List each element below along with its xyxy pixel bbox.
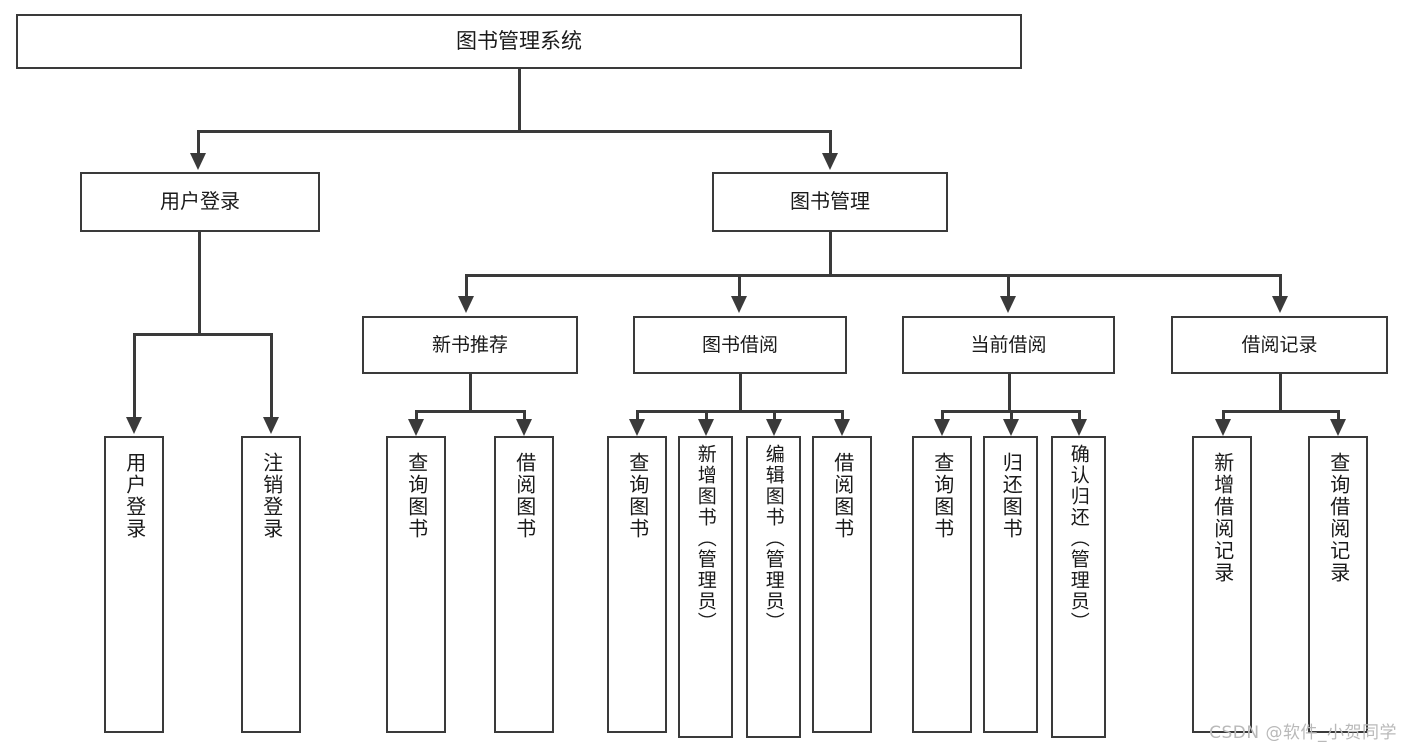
connector-new-book-stem [469, 374, 472, 412]
arrow-down-icon [1000, 296, 1016, 313]
leaf-confirm-return-admin[interactable]: 确认归还（管理员） [1051, 436, 1106, 738]
leaf-logout[interactable]: 注销登录 [241, 436, 301, 733]
node-book-borrow[interactable]: 图书借阅 [633, 316, 847, 374]
connector-user-login-bus [133, 333, 272, 336]
leaf-query-book-recommend[interactable]: 查询图书 [386, 436, 446, 733]
leaf-query-book-current[interactable]: 查询图书 [912, 436, 972, 733]
arrow-down-icon [822, 153, 838, 170]
arrow-down-icon [1003, 419, 1019, 436]
connector-to-leaf-user-login [133, 333, 136, 419]
arrow-down-icon [834, 419, 850, 436]
connector-br-leaf1 [1222, 410, 1225, 422]
connector-root-bus [197, 130, 831, 133]
connector-bb-leaf3 [773, 410, 776, 422]
arrow-down-icon [458, 296, 474, 313]
arrow-down-icon [934, 419, 950, 436]
connector-book-mgmt-stem [829, 232, 832, 276]
connector-new-book-bus [415, 410, 525, 413]
connector-nb-leaf2 [523, 410, 526, 422]
node-book-management[interactable]: 图书管理 [712, 172, 948, 232]
connector-current-borrow-stem [1008, 374, 1011, 412]
leaf-user-login[interactable]: 用户登录 [104, 436, 164, 733]
connector-br-leaf2 [1337, 410, 1340, 422]
csdn-watermark: CSDN @软件_小贺同学 [1209, 723, 1397, 743]
arrow-down-icon [766, 419, 782, 436]
connector-bb-leaf4 [841, 410, 844, 422]
arrow-down-icon [263, 417, 279, 434]
connector-book-borrow-stem [739, 374, 742, 412]
node-root-book-management-system[interactable]: 图书管理系统 [16, 14, 1022, 69]
connector-user-login-stem [198, 232, 201, 335]
connector-book-borrow-bus [636, 410, 843, 413]
node-new-book-recommend[interactable]: 新书推荐 [362, 316, 578, 374]
leaf-edit-book-admin[interactable]: 编辑图书（管理员） [746, 436, 801, 738]
arrow-down-icon [408, 419, 424, 436]
arrow-down-icon [1071, 419, 1087, 436]
connector-to-borrow-record [1279, 274, 1282, 299]
arrow-down-icon [126, 417, 142, 434]
node-user-login[interactable]: 用户登录 [80, 172, 320, 232]
leaf-borrow-book[interactable]: 借阅图书 [812, 436, 872, 733]
leaf-query-borrow-record[interactable]: 查询借阅记录 [1308, 436, 1368, 733]
connector-cb-leaf2 [1010, 410, 1013, 422]
arrow-down-icon [1215, 419, 1231, 436]
connector-cb-leaf3 [1078, 410, 1081, 422]
connector-to-new-book [465, 274, 468, 299]
arrow-down-icon [1330, 419, 1346, 436]
leaf-return-book[interactable]: 归还图书 [983, 436, 1038, 733]
connector-root-to-user-login [197, 130, 200, 157]
arrow-down-icon [516, 419, 532, 436]
connector-nb-leaf1 [415, 410, 418, 422]
arrow-down-icon [698, 419, 714, 436]
node-current-borrow[interactable]: 当前借阅 [902, 316, 1115, 374]
connector-root-to-book-mgmt [829, 130, 832, 157]
connector-to-leaf-logout [270, 333, 273, 419]
leaf-query-book-borrow[interactable]: 查询图书 [607, 436, 667, 733]
connector-root-stem [518, 69, 521, 132]
leaf-borrow-book-recommend[interactable]: 借阅图书 [494, 436, 554, 733]
connector-borrow-record-bus [1222, 410, 1339, 413]
arrow-down-icon [731, 296, 747, 313]
leaf-add-borrow-record[interactable]: 新增借阅记录 [1192, 436, 1252, 733]
leaf-add-book-admin[interactable]: 新增图书（管理员） [678, 436, 733, 738]
connector-to-book-borrow [738, 274, 741, 299]
arrow-down-icon [629, 419, 645, 436]
arrow-down-icon [190, 153, 206, 170]
connector-borrow-record-stem [1279, 374, 1282, 412]
connector-bb-leaf1 [636, 410, 639, 422]
connector-cb-leaf1 [941, 410, 944, 422]
connector-book-mgmt-bus [465, 274, 1282, 277]
connector-to-current-borrow [1007, 274, 1010, 299]
node-borrow-record[interactable]: 借阅记录 [1171, 316, 1388, 374]
arrow-down-icon [1272, 296, 1288, 313]
connector-bb-leaf2 [705, 410, 708, 422]
